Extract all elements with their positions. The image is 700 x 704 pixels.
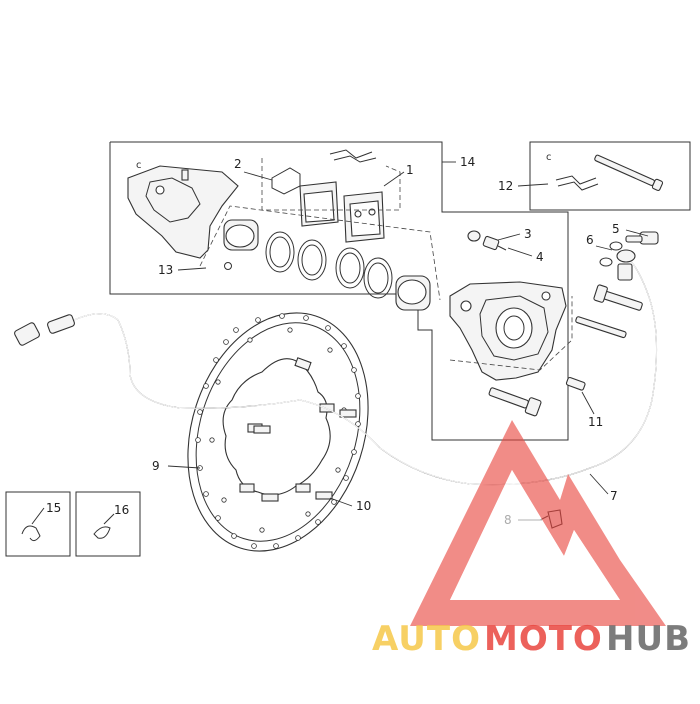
snap-ring-glyph: c <box>136 160 142 171</box>
pin-kit: c <box>546 152 664 192</box>
callout-4: 4 <box>536 250 544 264</box>
watermark-text: AUTO MOTO HUB <box>372 619 691 659</box>
spring-15 <box>21 507 45 542</box>
banjo-bolt <box>599 231 659 267</box>
callout-2: 2 <box>234 157 242 171</box>
frame-caliper-kit-14 <box>109 141 569 441</box>
callout-6: 6 <box>586 233 594 247</box>
disc-bolts-detail <box>253 409 357 502</box>
group-frames <box>5 141 691 557</box>
callout-16: 16 <box>114 503 129 517</box>
watermark-text-auto: AUTO <box>372 619 481 659</box>
watermark-logo <box>410 420 666 626</box>
brake-pads <box>299 181 385 243</box>
callout-15: 15 <box>46 501 61 515</box>
spring-16 <box>93 513 115 539</box>
callout-labels: 1 2 3 4 5 6 7 8 9 10 11 12 13 14 15 16 <box>46 155 620 527</box>
callout-13: 13 <box>158 263 173 277</box>
frame-spring-15 <box>5 491 71 557</box>
hose-fitting-left <box>14 314 75 346</box>
callout-11: 11 <box>588 415 603 429</box>
brake-hose <box>14 249 658 486</box>
brake-disc <box>187 312 369 552</box>
callout-1: 1 <box>406 163 414 177</box>
callout-5: 5 <box>612 222 620 236</box>
callout-12: 12 <box>498 179 513 193</box>
bleed-screw <box>467 230 507 251</box>
disc-vent-holes <box>195 313 361 549</box>
callout-9: 9 <box>152 459 160 473</box>
callout-10: 10 <box>356 499 371 513</box>
caliper-bracket: c <box>127 160 239 259</box>
pistons-seals <box>199 205 441 311</box>
pad-spring <box>261 149 401 211</box>
watermark-text-hub: HUB <box>606 619 691 659</box>
hose-banjo-right <box>616 249 636 281</box>
frame-spring-16 <box>75 491 141 557</box>
callout-7: 7 <box>610 489 618 503</box>
callout-14: 14 <box>460 155 475 169</box>
watermark-text-moto: MOTO <box>484 619 603 659</box>
callout-3: 3 <box>524 227 532 241</box>
watermark-triangle-icon <box>410 420 666 626</box>
caliper-body <box>449 281 573 381</box>
caliper-bolts <box>488 284 643 417</box>
pin-clip-glyph: c <box>546 152 552 163</box>
frame-pin-kit-12 <box>529 141 691 211</box>
